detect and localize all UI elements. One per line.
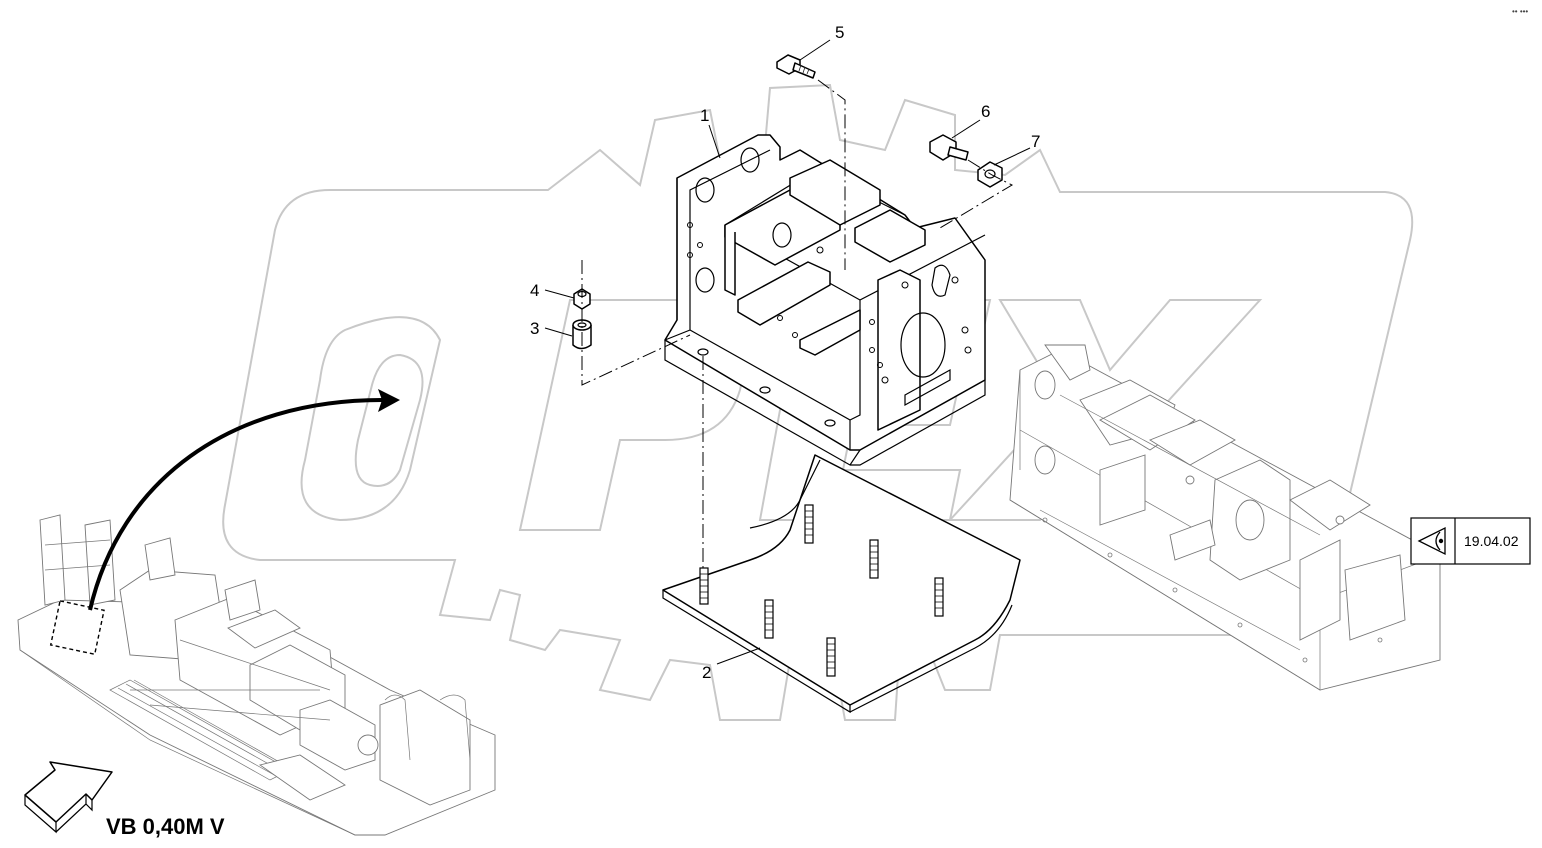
callout-leaders <box>544 39 1031 665</box>
frame-assembly-reference <box>1009 344 1441 691</box>
callout-5: 5 <box>835 23 844 42</box>
eye-icon <box>1417 526 1446 556</box>
reference-code: 19.04.02 <box>1464 533 1519 549</box>
part-1-bracket <box>664 134 986 466</box>
view-label: VB 0,40M V <box>106 814 225 839</box>
assembly-lines <box>581 79 1014 568</box>
callout-6: 6 <box>981 102 990 121</box>
callout-2: 2 <box>702 663 711 682</box>
machine-overview <box>17 514 496 836</box>
reference-box: 19.04.02 <box>1410 517 1531 565</box>
callout-4: 4 <box>530 281 539 300</box>
part-2-plate <box>662 454 1021 714</box>
corner-mark: •• ••• <box>1512 7 1528 16</box>
part-6-screw <box>929 134 969 161</box>
callout-1: 1 <box>700 106 709 125</box>
detail-arrow <box>88 389 400 611</box>
view-direction-arrow <box>24 761 113 834</box>
callout-7: 7 <box>1031 132 1040 151</box>
part-7-nut <box>977 161 1003 188</box>
part-5-bolt <box>776 54 816 79</box>
callout-3: 3 <box>530 319 539 338</box>
